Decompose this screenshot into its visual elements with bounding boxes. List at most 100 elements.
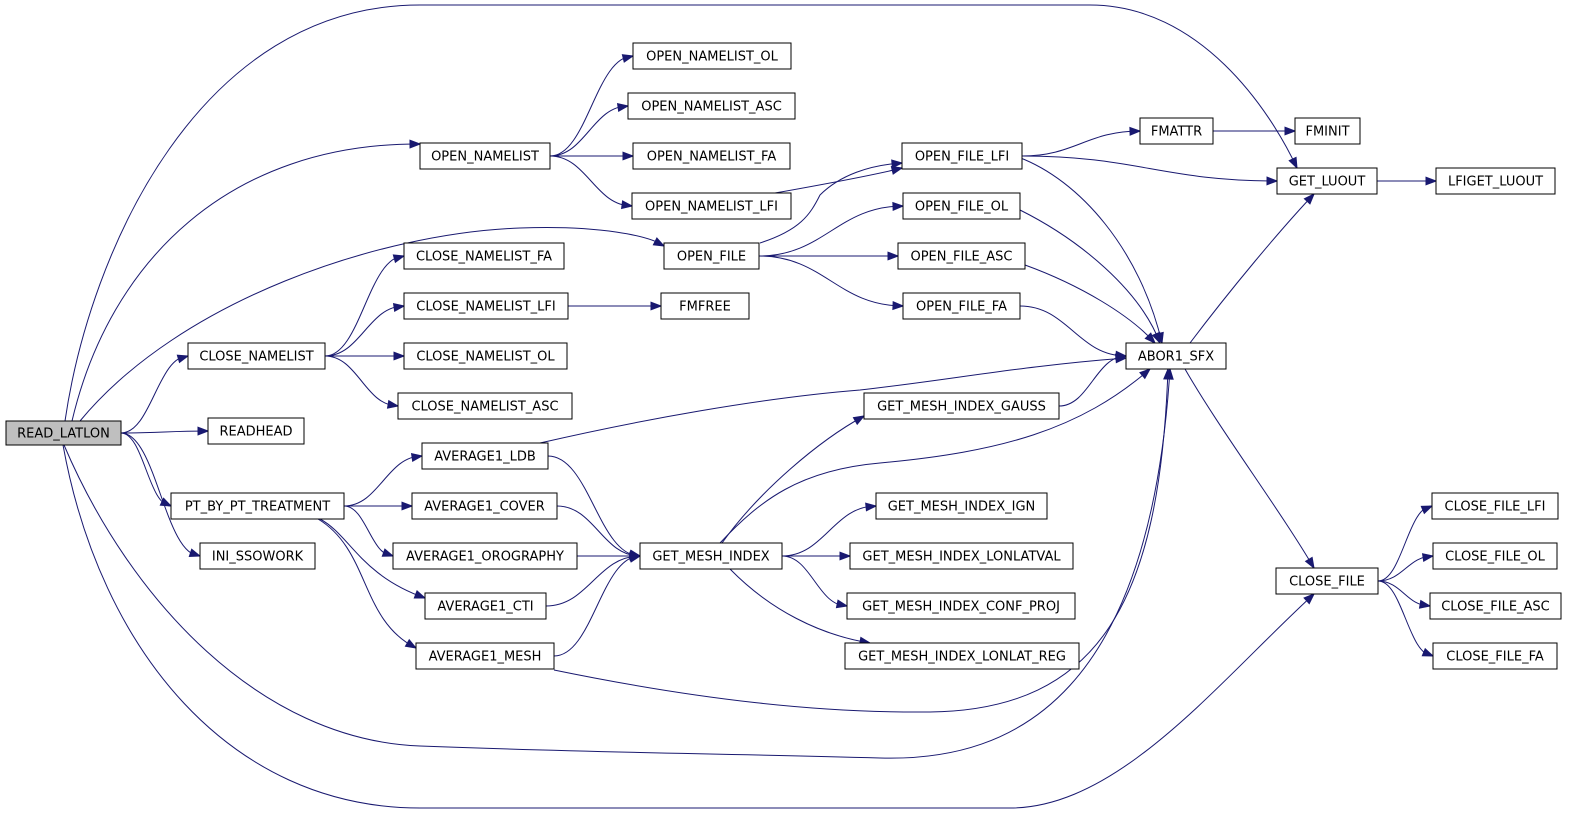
node-fmattr[interactable]: FMATTR	[1139, 117, 1214, 145]
edge-open-namelist-to-open-namelist-ol	[549, 54, 635, 157]
node-label: PT_BY_PT_TREATMENT	[185, 500, 330, 515]
node-close-file[interactable]: CLOSE_FILE	[1275, 567, 1379, 595]
edge-read-latlon-to-open-namelist	[71, 139, 422, 422]
node-get-luout[interactable]: GET_LUOUT	[1276, 167, 1378, 195]
edge-open-namelist-to-open-namelist-lfi	[549, 155, 634, 210]
node-label: ABOR1_SFX	[1138, 350, 1214, 365]
node-label: GET_LUOUT	[1289, 175, 1366, 190]
node-box	[863, 392, 1060, 420]
node-box	[199, 542, 316, 570]
node-average1-orography[interactable]: AVERAGE1_OROGRAPHY	[392, 542, 578, 570]
node-box	[1139, 117, 1214, 145]
node-open-file-ol[interactable]: OPEN_FILE_OL	[902, 192, 1021, 220]
node-get-mesh-index[interactable]: GET_MESH_INDEX	[639, 542, 783, 570]
edge-close-file-to-close-file-asc	[1377, 580, 1432, 609]
node-get-mesh-index-conf-proj[interactable]: GET_MESH_INDEX_CONF_PROJ	[846, 592, 1076, 620]
node-open-file-fa[interactable]: OPEN_FILE_FA	[902, 292, 1021, 320]
edge-get-mesh-index-to-abor1-sfx	[719, 368, 1152, 544]
node-pt-by-pt-treatment[interactable]: PT_BY_PT_TREATMENT	[170, 492, 345, 520]
node-label: AVERAGE1_CTI	[437, 600, 533, 615]
node-label: GET_MESH_INDEX	[652, 550, 769, 565]
node-label: CLOSE_NAMELIST_OL	[416, 350, 555, 365]
node-lfiget-luout[interactable]: LFIGET_LUOUT	[1435, 167, 1556, 195]
node-close-namelist-fa[interactable]: CLOSE_NAMELIST_FA	[403, 242, 565, 270]
node-box	[660, 292, 750, 320]
node-get-mesh-index-ign[interactable]: GET_MESH_INDEX_IGN	[875, 492, 1048, 520]
node-open-file-asc[interactable]: OPEN_FILE_ASC	[897, 242, 1026, 270]
node-label: CLOSE_FILE	[1289, 575, 1365, 590]
node-box	[849, 542, 1074, 570]
node-average1-mesh[interactable]: AVERAGE1_MESH	[415, 642, 555, 670]
edge-read-latlon-to-close-file	[62, 444, 1316, 809]
node-fminit[interactable]: FMINIT	[1294, 117, 1361, 145]
node-box	[1432, 642, 1558, 670]
node-box	[421, 442, 549, 470]
node-open-file[interactable]: OPEN_FILE	[663, 242, 760, 270]
edge-get-mesh-index-to-get-mesh-index-ign	[781, 502, 878, 557]
node-open-namelist-ol[interactable]: OPEN_NAMELIST_OL	[632, 42, 792, 70]
node-get-mesh-index-lonlat-reg[interactable]: GET_MESH_INDEX_LONLAT_REG	[844, 642, 1080, 670]
node-box	[403, 292, 569, 320]
node-open-namelist-lfi[interactable]: OPEN_NAMELIST_LFI	[631, 192, 792, 220]
node-close-namelist-ol[interactable]: CLOSE_NAMELIST_OL	[403, 342, 568, 370]
node-box	[397, 392, 573, 420]
edge-read-latlon-to-get-luout	[64, 4, 1298, 422]
call-edges	[62, 4, 1438, 809]
node-box	[411, 492, 558, 520]
edge-get-luout-to-lfiget-luout	[1376, 176, 1438, 186]
node-close-file-lfi[interactable]: CLOSE_FILE_LFI	[1431, 492, 1559, 520]
edge-close-namelist-to-close-namelist-fa	[324, 254, 406, 357]
node-label: OPEN_FILE_LFI	[915, 150, 1009, 165]
node-ini-ssowork[interactable]: INI_SSOWORK	[199, 542, 316, 570]
node-label: CLOSE_FILE_OL	[1445, 550, 1546, 565]
node-read-latlon[interactable]: READ_LATLON	[5, 420, 122, 446]
node-abor1-sfx[interactable]: ABOR1_SFX	[1125, 342, 1227, 370]
node-open-namelist-fa[interactable]: OPEN_NAMELIST_FA	[632, 142, 791, 170]
edge-read-latlon-to-readhead	[120, 426, 210, 436]
node-get-mesh-index-lonlatval[interactable]: GET_MESH_INDEX_LONLATVAL	[849, 542, 1074, 570]
node-get-mesh-index-gauss[interactable]: GET_MESH_INDEX_GAUSS	[863, 392, 1060, 420]
edge-open-file-lfi-to-fmattr	[1021, 126, 1142, 157]
node-box	[1275, 567, 1379, 595]
edge-read-latlon-to-ini-ssowork	[120, 432, 202, 558]
edge-open-namelist-to-open-namelist-fa	[549, 151, 635, 161]
node-close-namelist-lfi[interactable]: CLOSE_NAMELIST_LFI	[403, 292, 569, 320]
node-average1-ldb[interactable]: AVERAGE1_LDB	[421, 442, 549, 470]
node-fmfree[interactable]: FMFREE	[660, 292, 750, 320]
node-label: OPEN_FILE_OL	[915, 200, 1009, 215]
node-average1-cover[interactable]: AVERAGE1_COVER	[411, 492, 558, 520]
edge-get-mesh-index-gauss-to-abor1-sfx	[1058, 353, 1128, 407]
node-close-file-ol[interactable]: CLOSE_FILE_OL	[1432, 542, 1558, 570]
node-label: AVERAGE1_LDB	[434, 450, 536, 465]
node-open-file-lfi[interactable]: OPEN_FILE_LFI	[901, 142, 1023, 170]
node-readhead[interactable]: READHEAD	[207, 417, 305, 445]
node-close-file-fa[interactable]: CLOSE_FILE_FA	[1432, 642, 1558, 670]
edge-open-file-to-open-file-asc	[758, 251, 900, 261]
edge-close-namelist-lfi-to-fmfree	[568, 301, 663, 311]
edge-open-file-to-open-file-fa	[758, 255, 905, 311]
node-box	[1125, 342, 1227, 370]
node-close-namelist-asc[interactable]: CLOSE_NAMELIST_ASC	[397, 392, 573, 420]
node-label: AVERAGE1_MESH	[429, 650, 542, 665]
node-average1-cti[interactable]: AVERAGE1_CTI	[424, 592, 547, 620]
edge-average1-mesh-to-abor1-sfx	[553, 367, 1173, 713]
node-box	[403, 342, 568, 370]
node-label: READ_LATLON	[17, 427, 110, 442]
node-box	[170, 492, 345, 520]
node-box	[627, 92, 796, 120]
node-label: GET_MESH_INDEX_CONF_PROJ	[862, 600, 1060, 615]
node-box	[392, 542, 578, 570]
node-label: OPEN_FILE	[677, 250, 746, 265]
node-open-namelist[interactable]: OPEN_NAMELIST	[419, 142, 551, 170]
node-label: GET_MESH_INDEX_LONLATVAL	[862, 550, 1061, 565]
node-close-namelist[interactable]: CLOSE_NAMELIST	[187, 342, 326, 370]
node-label: READHEAD	[219, 425, 292, 440]
node-box	[663, 242, 760, 270]
node-close-file-asc[interactable]: CLOSE_FILE_ASC	[1429, 592, 1562, 620]
node-label: INI_SSOWORK	[212, 550, 304, 565]
node-box	[187, 342, 326, 370]
node-box	[844, 642, 1080, 670]
node-open-namelist-asc[interactable]: OPEN_NAMELIST_ASC	[627, 92, 796, 120]
edge-read-latlon-to-open-file	[79, 227, 666, 422]
